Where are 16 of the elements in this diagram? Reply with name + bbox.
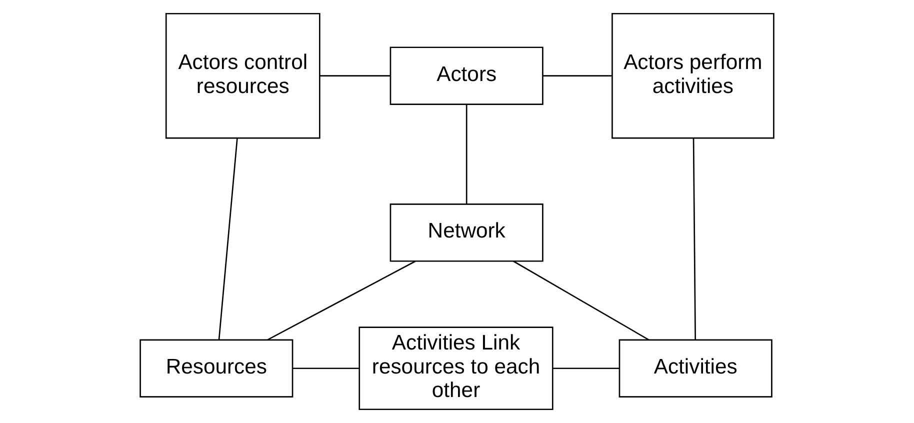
node-box: Actors	[390, 46, 544, 105]
connector	[292, 368, 360, 370]
node-box: Resources	[140, 339, 294, 398]
connector	[218, 138, 238, 340]
node-box: Actors control resources	[165, 12, 320, 139]
connector	[543, 75, 612, 76]
node-box: Activities Link resources to each other	[358, 326, 554, 410]
connector	[320, 75, 390, 76]
node-box: Activities	[618, 339, 772, 398]
node-box: Actors perform activities	[612, 12, 774, 139]
connector	[267, 260, 416, 340]
node-box: Network	[390, 204, 544, 262]
connector	[513, 260, 650, 340]
connector	[692, 138, 696, 340]
connector	[552, 368, 620, 370]
connector	[466, 104, 468, 204]
